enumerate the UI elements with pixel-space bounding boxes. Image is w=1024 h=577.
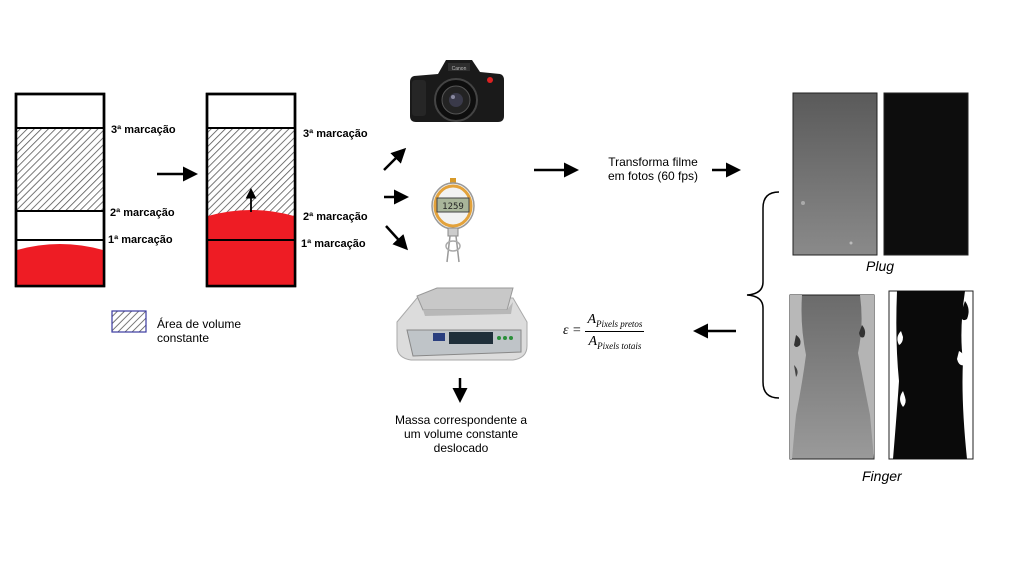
film-line-2: em fotos (60 fps): [607, 169, 699, 183]
denominator-symbol: A: [588, 333, 598, 349]
svg-text:1259: 1259: [442, 202, 464, 212]
marker-3-label: 3ª marcação: [303, 128, 368, 140]
hatch-legend-swatch: [111, 310, 147, 333]
legend-line-2: constante: [157, 331, 210, 345]
mass-line-3: deslocado: [433, 441, 489, 455]
mass-description: Massa correspondente a um volume constan…: [380, 413, 542, 455]
balance-icon: [396, 287, 528, 361]
cylinder-displaced: [205, 92, 297, 288]
mass-line-1: Massa correspondente a: [394, 413, 528, 427]
arrow-right: [534, 162, 579, 178]
legend-label: Área de volume constante: [157, 317, 241, 345]
arrows-to-devices: [383, 147, 409, 251]
porosity-formula: ε = APixels pretos APixels totais: [563, 309, 645, 353]
marker-2-label: 2ª marcação: [303, 211, 368, 223]
film-line-1: Transforma filme: [608, 155, 698, 169]
marker-1-label: 1ª marcação: [301, 238, 366, 250]
stopwatch-icon: 1259: [431, 178, 475, 263]
cylinder-initial: [14, 92, 106, 288]
finger-caption: Finger: [862, 468, 902, 484]
arrow-right: [157, 166, 198, 182]
formula-fraction: APixels pretos APixels totais: [585, 311, 645, 351]
numerator-subscript: Pixels pretos: [596, 318, 643, 329]
marker-2-label: 2ª marcação: [110, 207, 175, 219]
plug-binary-image: [883, 92, 969, 256]
marker-3-label: 3ª marcação: [111, 124, 176, 136]
arrow-left: [693, 323, 736, 339]
finger-binary-image: [888, 290, 974, 460]
svg-text:Canon: Canon: [452, 66, 467, 72]
grouping-brace: [746, 191, 780, 399]
mass-line-2: um volume constante: [403, 427, 519, 441]
legend-line-1: Área de volume: [157, 317, 242, 331]
film-to-photos-text: Transforma filme em fotos (60 fps): [596, 155, 710, 183]
plug-raw-image: [792, 92, 878, 256]
formula-numerator: APixels pretos: [585, 311, 645, 332]
denominator-subscript: Pixels totais: [597, 340, 642, 351]
finger-raw-image: [789, 294, 875, 460]
plug-caption: Plug: [866, 258, 895, 274]
numerator-symbol: A: [587, 311, 597, 327]
arrow-down: [452, 378, 468, 403]
arrow-right: [712, 162, 741, 178]
formula-denominator: APixels totais: [587, 332, 644, 351]
marker-1-label: 1ª marcação: [108, 234, 173, 246]
camera-icon: Canon: [410, 60, 504, 122]
formula-lhs: ε =: [563, 323, 582, 338]
